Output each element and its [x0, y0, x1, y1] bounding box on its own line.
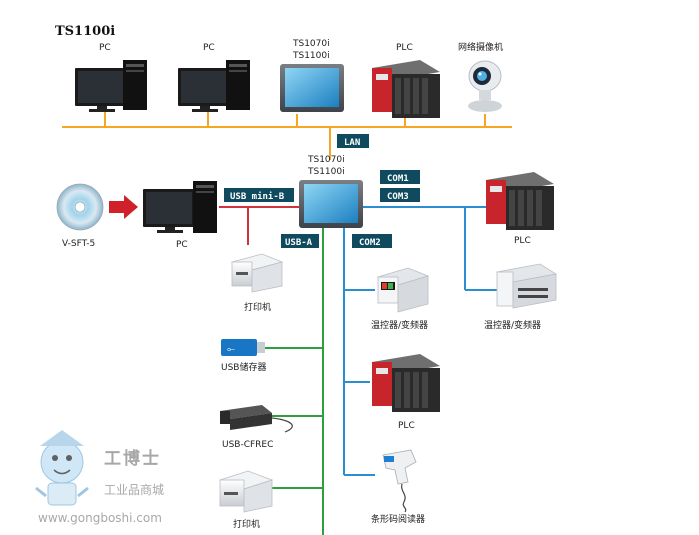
- cfrec-label: USB-CFREC: [222, 440, 273, 450]
- watermark-subtitle: 工业品商城: [104, 482, 164, 497]
- watermark-url: www.gongboshi.com: [38, 511, 162, 525]
- left-pc-label: PC: [176, 240, 188, 250]
- top-plc: [372, 60, 440, 118]
- left-pc: [143, 181, 217, 233]
- watermark-brand: 工博士: [104, 448, 161, 469]
- barcode-label: 条形码阅读器: [371, 513, 425, 525]
- com1-tag: COM1: [387, 174, 409, 184]
- plc-mid: [372, 354, 440, 412]
- center-hmi: [299, 180, 363, 228]
- usba-tag: USB-A: [285, 238, 313, 248]
- barcode-reader: [382, 449, 417, 513]
- com2-tag-bg: [352, 234, 392, 248]
- plc-right-label: PLC: [514, 236, 531, 246]
- com2-tag: COM2: [359, 238, 381, 248]
- software-label: V-SFT-5: [62, 239, 95, 249]
- usb-a-bus: [264, 228, 324, 535]
- usb-minib-tag: USB mini-B: [230, 191, 285, 202]
- com3-tag: COM3: [387, 192, 409, 202]
- temp-mid-label: 温控器/变频器: [371, 319, 428, 331]
- plc-mid-label: PLC: [398, 421, 415, 431]
- usb-cfrec: [220, 405, 293, 433]
- top-hmi-label-2: TS1100i: [292, 51, 330, 61]
- transfer-arrow-icon: [109, 195, 138, 219]
- temp-controller-right: [495, 263, 558, 309]
- center-hmi-label-2: TS1100i: [307, 167, 345, 177]
- camera-label: 网络摄像机: [458, 41, 503, 53]
- top-pc-1: [75, 60, 147, 112]
- software-cd: [56, 183, 104, 231]
- usb-storage-label: USB储存器: [221, 361, 266, 373]
- lan-tag: LAN: [344, 138, 360, 148]
- usb-minib-link: [219, 206, 300, 245]
- usb-minib-tag-bg: [224, 188, 294, 202]
- mascot-icon: [35, 430, 89, 506]
- top-pc-1-label: PC: [99, 43, 111, 53]
- top-pc-2-label: PC: [203, 43, 215, 53]
- printer-2: [218, 470, 274, 513]
- printer-1: [230, 253, 284, 293]
- printer-2-label: 打印机: [233, 518, 260, 530]
- network-camera: [468, 60, 502, 112]
- center-hmi-label-1: TS1070i: [307, 155, 345, 165]
- usba-tag-bg: [281, 234, 319, 248]
- lan-bus: [62, 112, 512, 160]
- diagram-title: TS1100i: [55, 24, 115, 39]
- com3-tag-bg: [380, 188, 420, 202]
- lan-tag-bg: [337, 134, 369, 148]
- top-hmi-label-1: TS1070i: [292, 39, 330, 49]
- top-pc-2: [178, 60, 250, 112]
- watermark: 工博士 工业品商城 www.gongboshi.com: [35, 430, 164, 525]
- serial-bus: [343, 206, 498, 476]
- top-plc-label: PLC: [396, 43, 413, 53]
- com1-tag-bg: [380, 170, 420, 184]
- printer-1-label: 打印机: [244, 301, 271, 313]
- top-hmi: [280, 64, 344, 112]
- plc-right: [486, 172, 554, 230]
- svg-text:⟜: ⟜: [227, 344, 235, 355]
- usb-storage: ⟜: [221, 339, 265, 356]
- temp-right-label: 温控器/变频器: [484, 319, 541, 331]
- temp-controller-mid: [376, 267, 430, 313]
